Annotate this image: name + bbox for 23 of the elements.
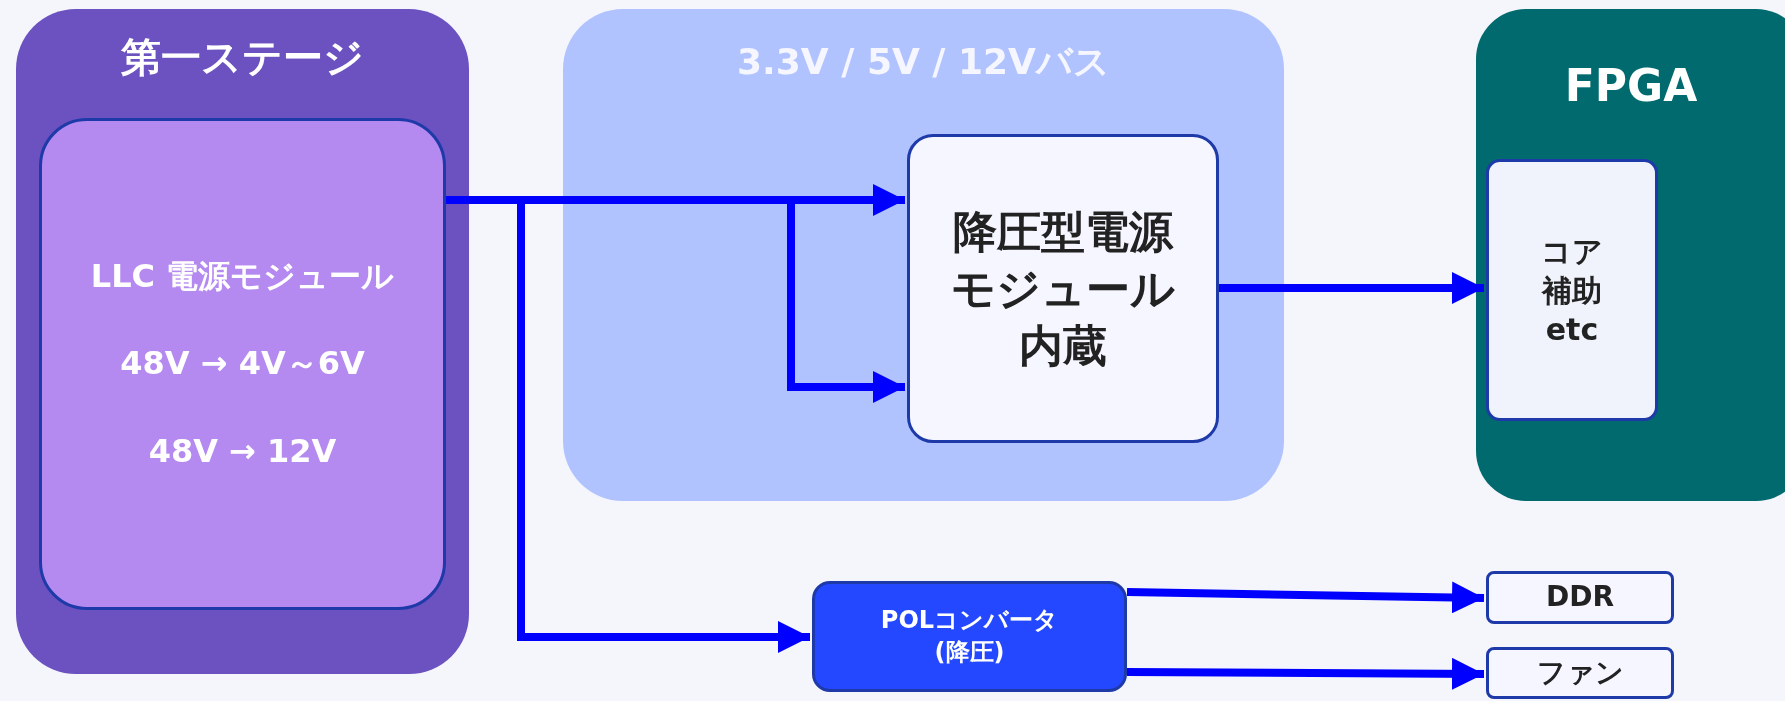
core-box	[1486, 159, 1658, 421]
panel-title: 3.3V / 5V / 12Vバス	[737, 40, 1110, 84]
panel-title: FPGA	[1564, 59, 1698, 113]
panel-title: 第一ステージ	[121, 33, 364, 82]
box-label: 48V → 12V	[148, 430, 337, 472]
box-label: 降圧型電源モジュール内蔵	[950, 204, 1176, 374]
box-label: ファン	[1536, 654, 1624, 691]
bus-panel	[563, 9, 1284, 501]
device-box	[1486, 571, 1674, 624]
box-label: LLC 電源モジュール	[90, 255, 395, 297]
module-box	[39, 118, 446, 610]
arrow	[1126, 581, 1485, 614]
device-box	[1486, 647, 1674, 699]
box-label: DDR	[1545, 579, 1614, 616]
box-label: 48V → 4V～6V	[120, 343, 365, 385]
arrow	[1126, 657, 1485, 690]
stage-panel	[16, 9, 469, 674]
box-label: POLコンバータ (降圧)	[879, 605, 1060, 668]
converter-box	[812, 581, 1127, 692]
arrow	[1219, 272, 1484, 304]
box-label: コア補助 etc	[1540, 232, 1604, 349]
fpga-panel	[1476, 9, 1785, 501]
module-box	[907, 134, 1219, 443]
